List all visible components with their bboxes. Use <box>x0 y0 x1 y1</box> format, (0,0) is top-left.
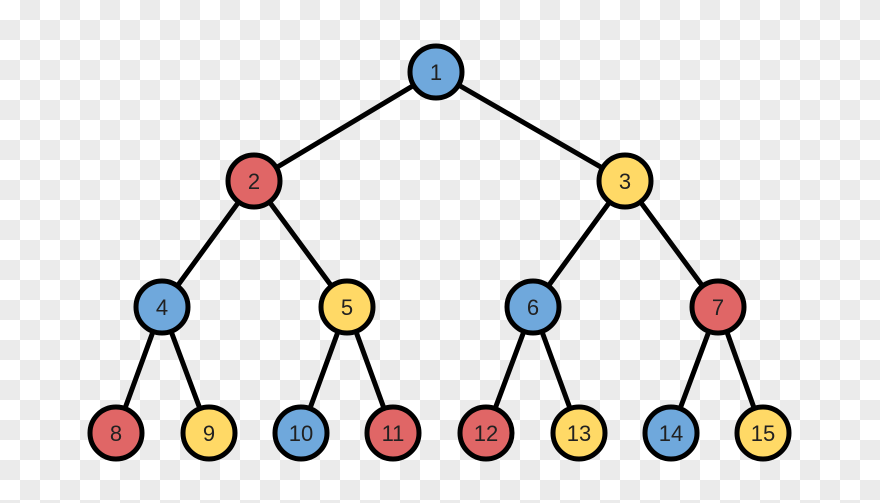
tree-node-label-5: 5 <box>341 295 353 320</box>
tree-node-6 <box>504 278 562 336</box>
tree-node-4 <box>133 278 191 336</box>
tree-node-12 <box>457 404 515 462</box>
tree-node-9 <box>180 404 238 462</box>
tree-node-label-7: 7 <box>712 295 724 320</box>
tree-node-label-2: 2 <box>248 169 260 194</box>
tree-node-10 <box>272 404 330 462</box>
tree-node-label-1: 1 <box>430 60 442 85</box>
tree-edge-1-3 <box>433 69 628 184</box>
tree-node-label-8: 8 <box>110 421 122 446</box>
tree-node-label-13: 13 <box>567 421 591 446</box>
tree-edges-layer <box>113 69 766 436</box>
tree-node-5 <box>318 278 376 336</box>
tree-node-label-6: 6 <box>527 295 539 320</box>
tree-node-15 <box>734 404 792 462</box>
tree-node-14 <box>642 404 700 462</box>
tree-node-label-14: 14 <box>659 421 683 446</box>
tree-node-13 <box>550 404 608 462</box>
tree-node-11 <box>364 404 422 462</box>
tree-node-label-15: 15 <box>751 421 775 446</box>
tree-node-1 <box>407 43 465 101</box>
tree-node-label-12: 12 <box>474 421 498 446</box>
tree-node-label-10: 10 <box>289 421 313 446</box>
tree-node-3 <box>596 152 654 210</box>
tree-nodes-layer <box>87 43 792 462</box>
tree-node-8 <box>87 404 145 462</box>
tree-edge-1-2 <box>251 69 439 184</box>
tree-node-label-4: 4 <box>156 295 168 320</box>
tree-node-label-11: 11 <box>382 421 405 446</box>
tree-node-7 <box>689 278 747 336</box>
tree-node-2 <box>225 152 283 210</box>
tree-node-label-3: 3 <box>619 169 631 194</box>
tree-node-label-9: 9 <box>203 421 215 446</box>
